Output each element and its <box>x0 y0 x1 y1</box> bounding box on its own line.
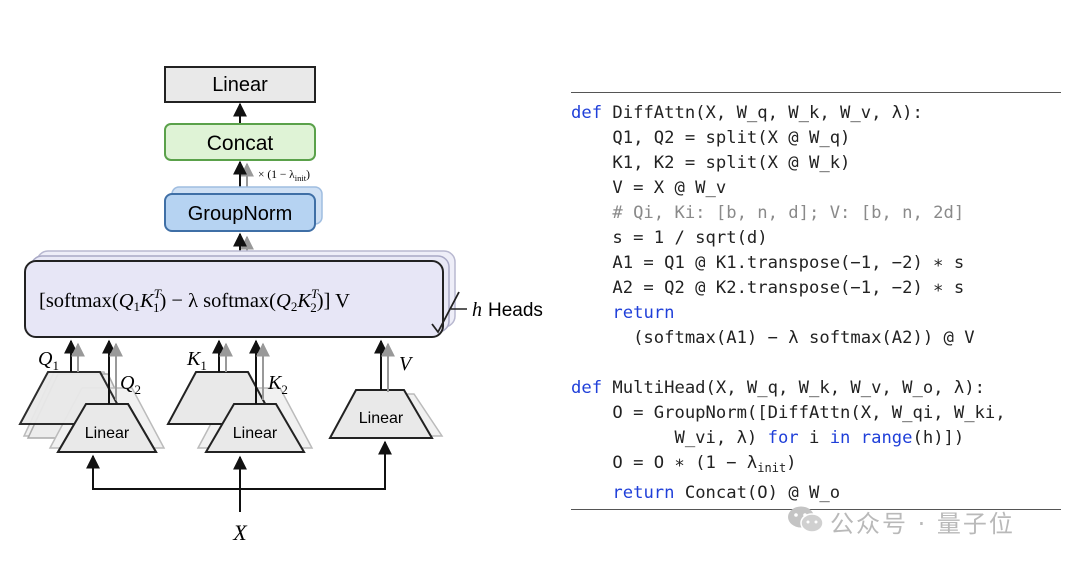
code-line-6: s = 1 / sqrt(d) <box>571 228 768 248</box>
code-line-5: # Qi, Ki: [b, n, d]; V: [b, n, 2d] <box>571 203 965 223</box>
code-line-12: def MultiHead(X, W_q, W_k, W_v, W_o, λ): <box>571 378 985 398</box>
linear-q-front-label: Linear <box>85 425 130 442</box>
code-line-2: Q1, Q2 = split(X @ W_q) <box>571 128 851 148</box>
concat-label: Concat <box>207 132 274 155</box>
linear-output-label: Linear <box>212 74 268 96</box>
watermark-text: 公众号 · 量子位 <box>830 510 1015 538</box>
concat-block: Concat <box>164 123 316 161</box>
groupnorm-block: GroupNorm <box>164 186 323 232</box>
heads-bracket <box>431 291 460 334</box>
input-label-q2: Q2 <box>120 372 141 397</box>
x-route-line <box>92 460 386 490</box>
code-line-3: K1, K2 = split(X @ W_k) <box>571 153 851 173</box>
wechat-watermark: 公众号 · 量子位 <box>786 502 1056 538</box>
linear-output-block: Linear <box>164 66 316 103</box>
linear-v-label: Linear <box>359 410 404 427</box>
pseudocode-block: def DiffAttn(X, W_q, W_k, W_v, λ): Q1, Q… <box>571 101 1006 506</box>
code-line-16: return Concat(O) @ W_o <box>612 483 841 503</box>
input-label-k1: K1 <box>186 348 207 373</box>
diff-transformer-diagram: Linear Concat × (1 − λinit) GroupNorm [s… <box>18 66 543 545</box>
code-bottom-rule <box>571 509 1061 510</box>
code-line-7: A1 = Q1 @ K1.transpose(−1, −2) ∗ s <box>571 253 965 273</box>
linear-k-label: Linear <box>233 425 278 442</box>
linear-q-front <box>56 403 158 453</box>
input-label-q1: Q1 <box>38 348 59 373</box>
code-line-10: (softmax(A1) − λ softmax(A2)) @ V <box>571 328 975 348</box>
input-label-k2: K2 <box>267 372 288 397</box>
pseudocode-panel: def DiffAttn(X, W_q, W_k, W_v, λ): Q1, Q… <box>571 92 1061 512</box>
wechat-icon <box>788 506 824 533</box>
code-line-8: A2 = Q2 @ K2.transpose(−1, −2) ∗ s <box>571 278 965 298</box>
scale-factor-label: × (1 − λinit) <box>258 169 310 183</box>
input-label-x: X <box>232 520 248 545</box>
code-line-15: O = O ∗ (1 − λinit) <box>571 453 797 475</box>
code-line-14: W_vi, λ) for i in range(h)]) <box>571 428 965 448</box>
input-label-v: V <box>399 353 414 375</box>
groupnorm-label: GroupNorm <box>188 203 292 225</box>
code-line-13: O = GroupNorm([DiffAttn(X, W_qi, W_ki, <box>571 403 1006 423</box>
code-line-9: return <box>612 303 675 323</box>
code-line-1: def DiffAttn(X, W_q, W_k, W_v, λ): <box>571 103 923 123</box>
linear-k-front <box>204 403 306 453</box>
code-top-rule <box>571 92 1061 93</box>
code-line-4: V = X @ W_v <box>571 178 727 198</box>
